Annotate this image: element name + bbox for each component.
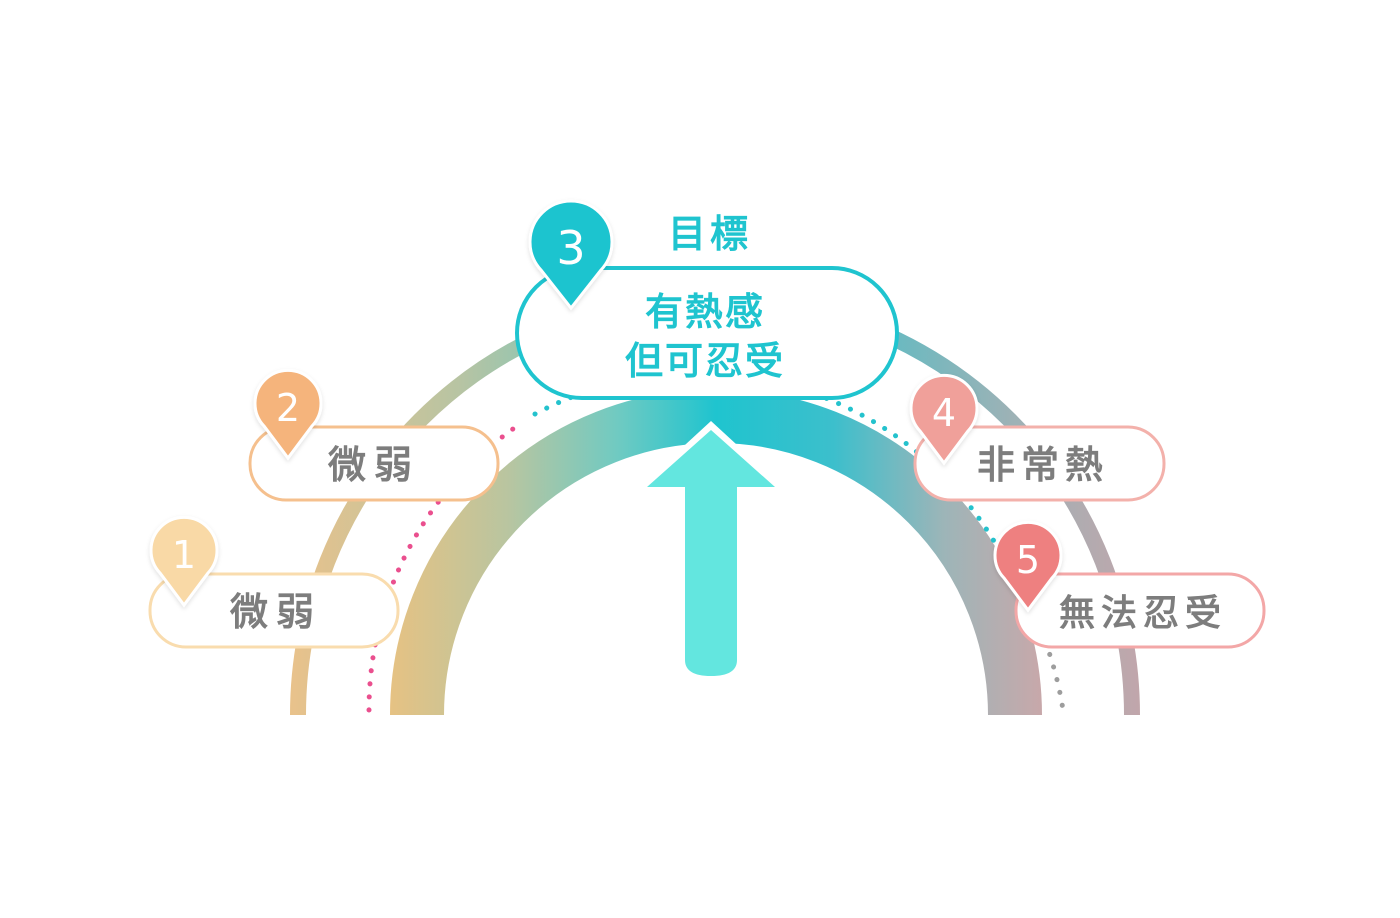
- level-1-marker: 1: [149, 515, 219, 608]
- goal-heading: 目標: [668, 212, 752, 256]
- inner-arc: [390, 389, 1042, 716]
- level-3-box: 有熱感 但可忍受: [515, 266, 899, 400]
- level-4-box: 非常熱: [913, 425, 1166, 502]
- level-5-label: 無法忍受: [1059, 593, 1227, 634]
- level-5-marker: 5: [993, 520, 1063, 613]
- level-5-number: 5: [1016, 538, 1040, 582]
- arrow-body: [647, 430, 775, 676]
- level-1-box: 微弱: [148, 572, 400, 649]
- level-2-box: 微弱: [248, 425, 500, 502]
- level-2-number: 2: [276, 386, 300, 430]
- level-3-label-line1: 有熱感: [645, 290, 765, 334]
- level-2-label: 微弱: [327, 443, 420, 487]
- level-4-marker: 4: [909, 373, 979, 466]
- level-1-label: 微弱: [229, 590, 322, 634]
- level-3-number: 3: [556, 221, 585, 275]
- level-3-label-line2: 但可忍受: [625, 339, 785, 383]
- level-5-box: 無法忍受: [1014, 572, 1266, 649]
- level-4-label: 非常熱: [977, 443, 1109, 487]
- level-1-number: 1: [172, 533, 196, 577]
- level-4-number: 4: [932, 391, 956, 435]
- level-3-marker: 3: [528, 199, 614, 311]
- level-2-marker: 2: [253, 368, 323, 461]
- up-arrow: [635, 421, 787, 682]
